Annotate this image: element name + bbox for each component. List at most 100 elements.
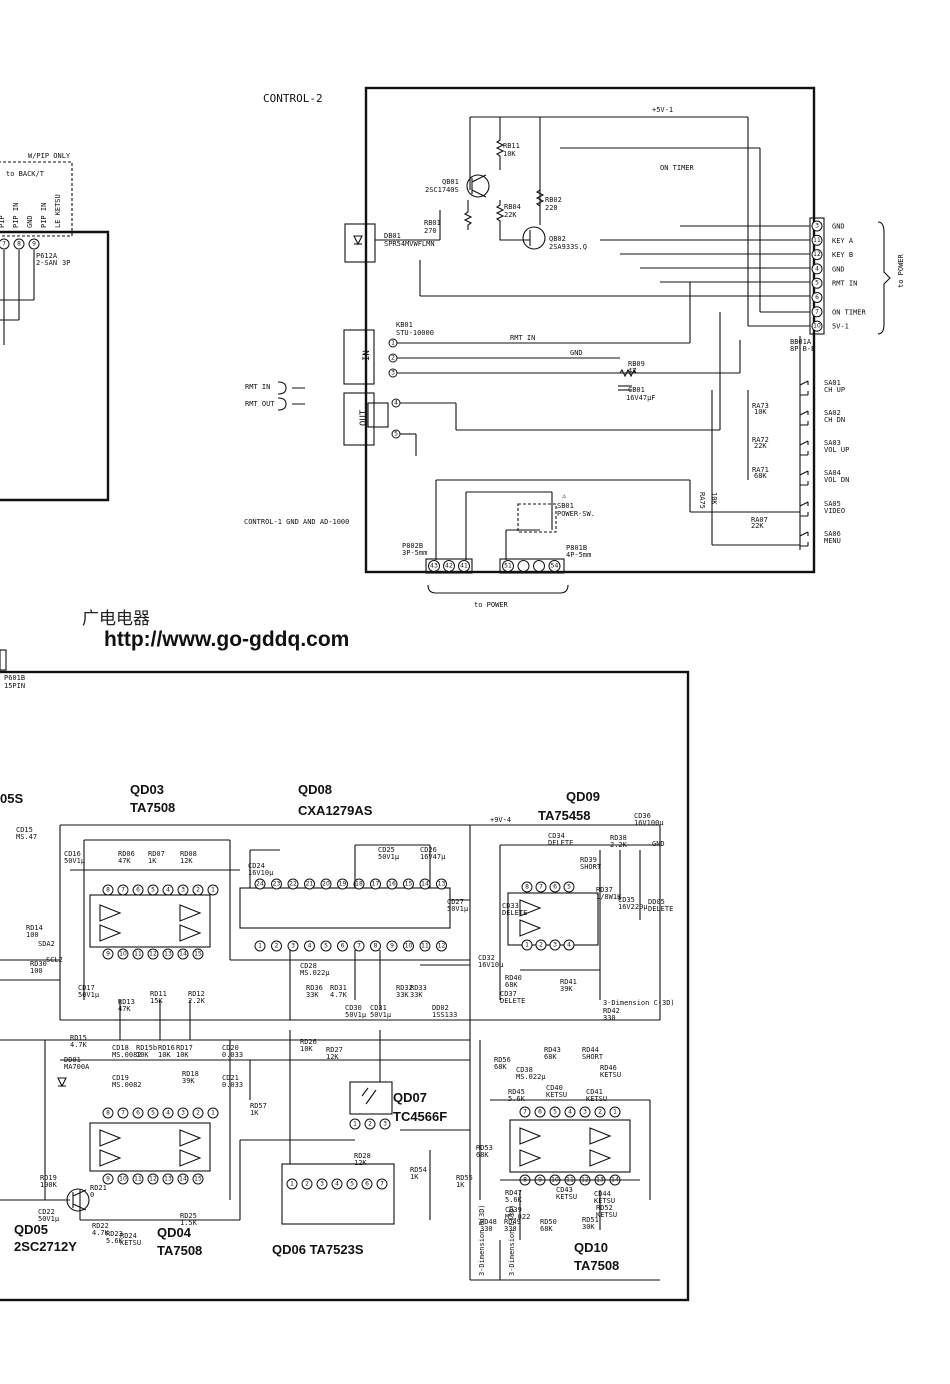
component-value: 4.7K	[330, 991, 348, 999]
component-ref: RD50	[540, 1218, 557, 1226]
component-value: 1K	[250, 1109, 259, 1117]
qd03-body	[89, 894, 211, 948]
switch-label: VIDEO	[824, 507, 845, 515]
component-value: MS.022	[505, 1213, 530, 1221]
ic-pin-number: 15	[405, 881, 413, 888]
p802b-pin-number: 43	[430, 563, 438, 570]
component-value: KETSU	[556, 1193, 577, 1201]
ic-pin	[346, 1178, 358, 1190]
ic-pin	[254, 878, 266, 890]
component-ref: DD05	[648, 898, 665, 906]
switch-contact[interactable]	[799, 470, 809, 486]
ra07-value: 22K	[751, 522, 764, 530]
component-value: 0.033	[222, 1051, 243, 1059]
rb04-value: 22K	[504, 211, 517, 219]
component-ref: CD26	[420, 846, 437, 854]
ic-pin-number: 4	[166, 1110, 170, 1117]
component-ref: CD31	[370, 1004, 387, 1012]
p802b-part: 3P-5mm	[402, 549, 427, 557]
rb09-value: 47	[628, 367, 636, 375]
ic-pin-number: 20	[322, 881, 330, 888]
ic-pin	[609, 1106, 621, 1118]
ic-label-qd05p: 2SC2712Y	[14, 1239, 77, 1254]
ic-pin-number: 14	[421, 881, 429, 888]
component-value: 0.033	[222, 1081, 243, 1089]
ic-pin-number: 17	[372, 881, 380, 888]
component-value: DELETE	[500, 997, 525, 1005]
sb01-ref: SB01	[557, 502, 574, 510]
db01-part: SPR54MVWFLMN	[384, 240, 435, 248]
switch-contact[interactable]	[799, 531, 809, 547]
b01a-pin-number: 6	[815, 294, 819, 301]
bottom-to-power-label: to POWER	[474, 601, 509, 609]
component-ref: RD11	[150, 990, 167, 998]
component-value: 1K	[148, 857, 157, 865]
ic-pin-number: 21	[306, 881, 314, 888]
ic-pin	[286, 1178, 298, 1190]
component-value: DELETE	[502, 909, 527, 917]
component-value: 330	[603, 1014, 616, 1022]
ic-pin	[563, 881, 575, 893]
ic-labels: 05SQD03TA7508QD08CXA1279ASQD09TA75458QD0…	[0, 782, 619, 1273]
p802b-pin	[428, 560, 440, 572]
ic-pin	[254, 940, 266, 952]
qd10-body	[509, 1119, 631, 1173]
ic-pin-number: 5	[350, 1181, 354, 1188]
component-value: 33K	[410, 991, 423, 999]
ic-pin	[192, 948, 204, 960]
ic-label-qd10: QD10	[574, 1240, 608, 1255]
component-value: MS.0082	[112, 1081, 142, 1089]
component-value: DELETE	[548, 839, 573, 847]
ic-pin	[102, 1107, 114, 1119]
component-value: 12K	[180, 857, 193, 865]
p801b-pin	[502, 560, 514, 572]
ic-pin	[177, 884, 189, 896]
supply-label: +5V-1	[652, 106, 673, 114]
component-value: KETSU	[546, 1091, 567, 1099]
power-switch-body[interactable]	[517, 503, 557, 533]
switch-label: CH UP	[824, 386, 845, 394]
b01a-pin-label: KEY B	[832, 251, 853, 259]
ic-pin	[132, 1107, 144, 1119]
component-value: 10K	[136, 1051, 149, 1059]
watermark-url[interactable]: http://www.go-gddq.com	[104, 628, 350, 651]
ic-pin-number: 15	[194, 951, 202, 958]
b01a-pin-number: 5	[815, 280, 819, 287]
ic-label-qd05s: 05S	[0, 791, 23, 806]
component-ref: SCL2	[46, 956, 63, 964]
component-value: 68K	[494, 1063, 507, 1071]
qb02-transistor	[522, 226, 546, 250]
switch-contact[interactable]	[799, 440, 809, 456]
ic-pin	[162, 1173, 174, 1185]
b01a-pin-label: GND	[832, 265, 845, 273]
ic-pin	[117, 1107, 129, 1119]
ic-pin-number: 3	[320, 1181, 324, 1188]
component-value: 16V100μ	[634, 819, 664, 827]
switch-ref: SA01	[824, 379, 841, 387]
component-value: 5.6K	[508, 1095, 526, 1103]
ic-pin	[436, 878, 447, 890]
p612a-part: 2-SAN	[36, 259, 57, 267]
b01a-pin-label: RMT IN	[832, 280, 857, 288]
ic-pin	[177, 948, 189, 960]
ic-pin	[304, 878, 315, 890]
p802b-pin-number: 41	[460, 563, 468, 570]
ic-pin-number: 7	[121, 1110, 125, 1117]
ic-pin	[436, 940, 447, 952]
ic-pin-number: 24	[256, 881, 264, 888]
gnd-net-label: GND	[570, 349, 583, 357]
component-ref: RD22	[92, 1222, 109, 1230]
ic-pin	[521, 881, 533, 893]
ic-pin-number: 3	[181, 1110, 185, 1117]
ic-pin-number: 15	[194, 1176, 202, 1183]
svg-text:9: 9	[32, 241, 36, 248]
ic-pin-number: 9	[106, 951, 110, 958]
component-value: KETSU	[586, 1095, 607, 1103]
switch-contact[interactable]	[799, 410, 809, 426]
switch-contact[interactable]	[799, 501, 809, 517]
component-value: KETSU	[594, 1197, 615, 1205]
ic-pin	[563, 939, 575, 951]
ic-pin	[564, 1106, 576, 1118]
switch-contact[interactable]	[799, 380, 809, 396]
